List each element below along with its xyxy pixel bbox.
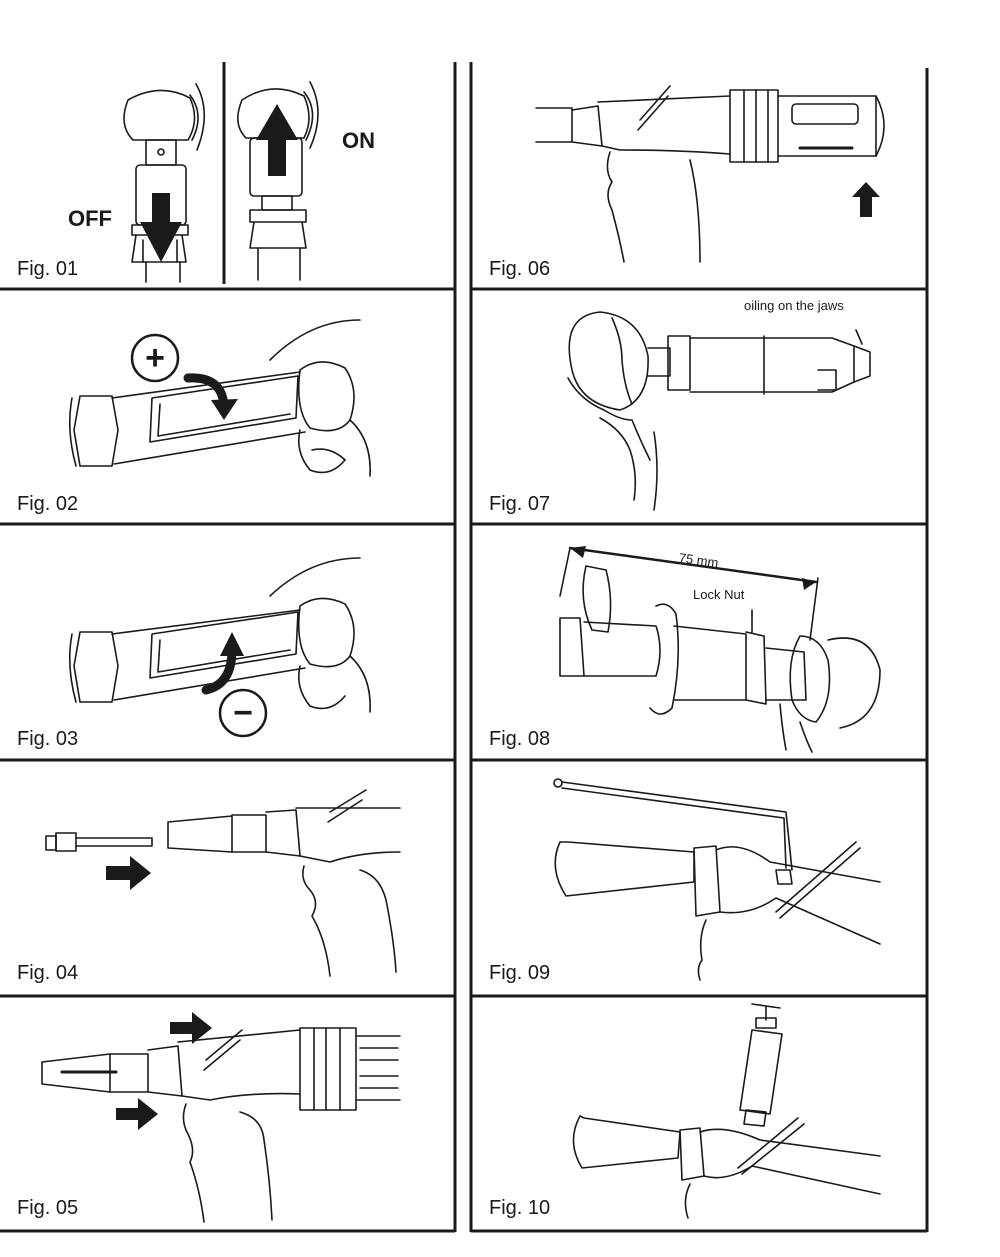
fig03-label: Fig. 03: [17, 728, 79, 750]
lock-nut-label: Lock Nut: [693, 587, 745, 602]
fig06-illustration: [535, 85, 885, 263]
fig05-illustration: [41, 1012, 401, 1223]
fig08-label: Fig. 08: [489, 728, 551, 750]
fig09-label: Fig. 09: [489, 962, 551, 984]
fig05-label: Fig. 05: [17, 1197, 79, 1219]
fig04-illustration: [45, 789, 401, 977]
fig10-label: Fig. 10: [489, 1197, 551, 1219]
fig08-illustration: [559, 546, 881, 753]
minus-symbol: −: [233, 694, 253, 732]
fig03-illustration: [68, 557, 371, 738]
fig01-label: Fig. 01: [17, 258, 79, 280]
plus-symbol: +: [145, 339, 165, 377]
fig01-illustration: [123, 81, 319, 283]
fig02-label: Fig. 02: [17, 493, 79, 515]
fig07-illustration: [567, 311, 871, 511]
fig09-illustration: [553, 778, 881, 981]
oiling-note: oiling on the jaws: [744, 298, 844, 313]
fig10-illustration: [572, 1003, 881, 1219]
on-label: ON: [342, 128, 375, 153]
fig07-label: Fig. 07: [489, 493, 551, 515]
fig02-illustration: [68, 319, 371, 477]
fig04-label: Fig. 04: [17, 962, 79, 984]
fig06-label: Fig. 06: [489, 258, 551, 280]
off-label: OFF: [68, 206, 112, 231]
grid-lines: [0, 62, 929, 1233]
